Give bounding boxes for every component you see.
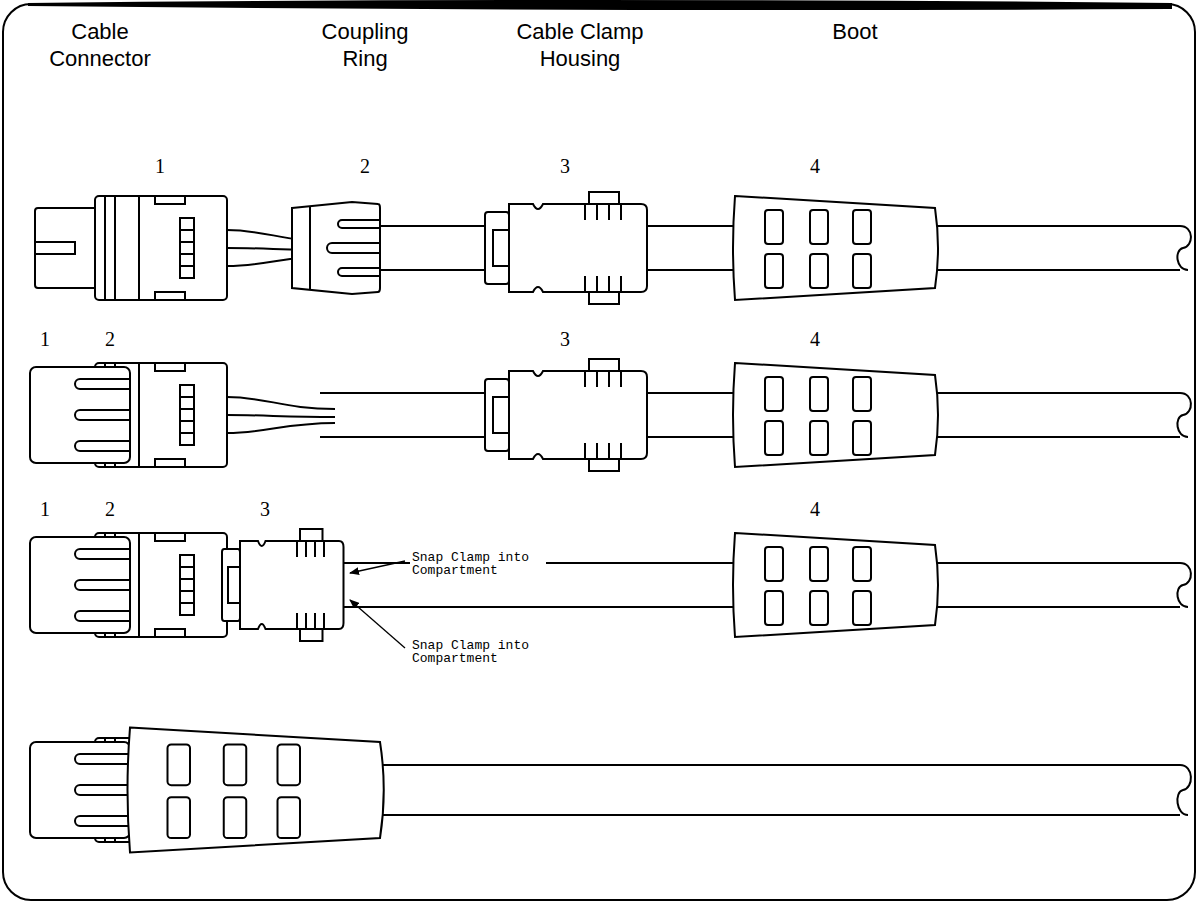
frame-top	[28, 0, 1172, 10]
callout-number: 3	[250, 498, 280, 520]
part-name: Boot	[810, 18, 900, 45]
callout-note: Snap Clamp into Compartment	[410, 639, 546, 665]
part-name: Coupling Ring	[305, 18, 425, 72]
callout-number: 3	[550, 328, 580, 350]
step-4	[30, 728, 1191, 853]
callout-number: 2	[95, 498, 125, 520]
callout-number: 1	[30, 328, 60, 350]
step-3	[30, 529, 1191, 641]
callout-number: 4	[800, 498, 830, 520]
callout-number: 1	[30, 498, 60, 520]
leader-line	[350, 561, 405, 573]
callout-number: 4	[800, 328, 830, 350]
callout-number: 3	[550, 155, 580, 177]
callout-number: 4	[800, 155, 830, 177]
callout-number: 2	[95, 328, 125, 350]
leader-line	[350, 600, 405, 648]
step-2	[30, 359, 1191, 471]
frame	[3, 4, 1195, 900]
step-1	[35, 192, 1191, 304]
callout-number: 2	[350, 155, 380, 177]
part-name: Cable Connector	[35, 18, 165, 72]
callout-note: Snap Clamp into Compartment	[410, 551, 546, 577]
callout-number: 1	[145, 155, 175, 177]
part-name: Cable Clamp Housing	[505, 18, 655, 72]
